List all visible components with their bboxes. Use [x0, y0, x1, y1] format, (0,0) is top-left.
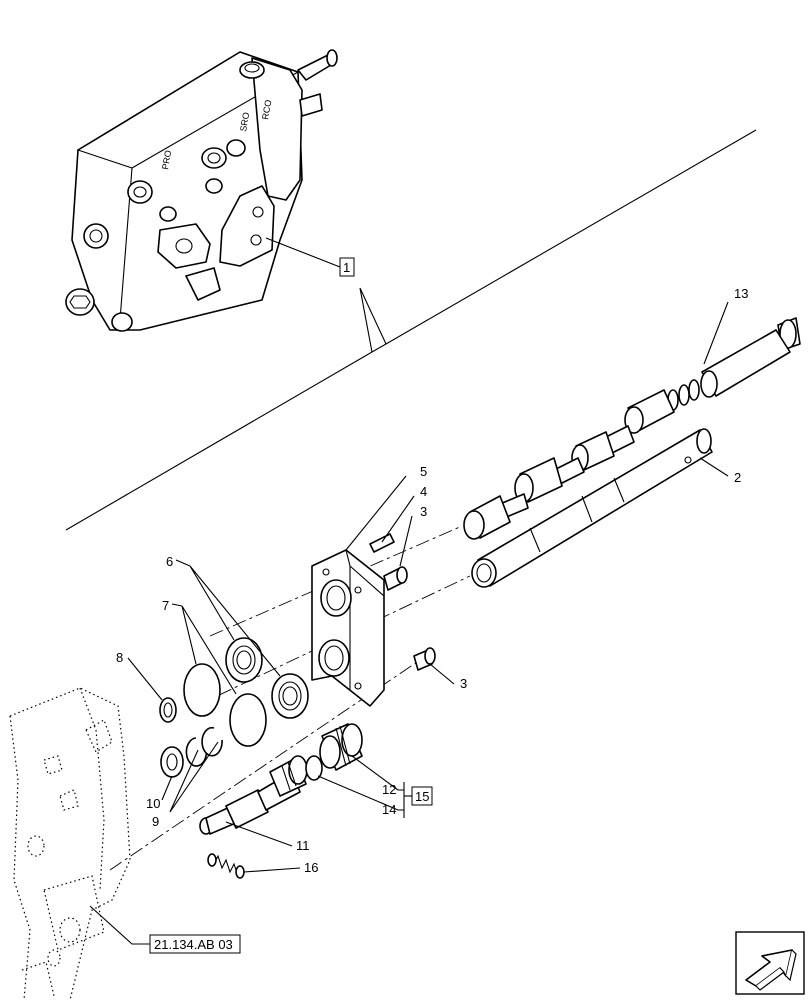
callout-14: 14 — [382, 802, 396, 817]
section-divider-line — [65, 129, 757, 531]
leader-12 — [351, 755, 404, 791]
circlip-9-lower — [201, 726, 223, 757]
reference-label: 21.134.AB 03 — [154, 937, 233, 952]
screw-3-lower — [413, 647, 436, 671]
o-ring-14 — [305, 755, 323, 781]
callout-3-upper: 3 — [420, 504, 427, 519]
callout-6: 6 — [166, 554, 173, 569]
svg-text:1: 1 — [343, 260, 350, 275]
leader-reference — [89, 905, 150, 945]
callout-15-box: 15 — [411, 786, 433, 806]
circlip-9-upper — [185, 737, 208, 767]
callout-3-lower: 3 — [460, 676, 467, 691]
leader-14 — [317, 775, 404, 811]
leader-6 — [175, 559, 281, 677]
callout-7: 7 — [162, 598, 169, 613]
callout-13: 13 — [734, 286, 748, 301]
leader-3b — [429, 663, 455, 685]
valve-body-assembly: PRO SRO RCO — [65, 49, 338, 332]
callout-8: 8 — [116, 650, 123, 665]
section-divider-break — [359, 287, 387, 353]
reference-box[interactable]: 21.134.AB 03 — [149, 934, 241, 954]
leader-2 — [699, 457, 729, 477]
svg-text:15: 15 — [415, 789, 429, 804]
flange-plate — [311, 549, 385, 707]
shaft-2 — [471, 428, 713, 588]
spring-16 — [207, 853, 245, 879]
cartridge-11 — [199, 755, 308, 835]
screw-3-upper — [383, 566, 408, 591]
leader-4 — [381, 495, 415, 543]
callout-9: 9 — [152, 814, 159, 829]
leader-10 — [161, 775, 173, 801]
o-ring-7-lower — [229, 693, 267, 747]
seal-6-upper — [225, 637, 263, 683]
marking-rco: RCO — [260, 99, 273, 120]
marking-sro: SRO — [238, 111, 251, 132]
spool-13 — [463, 317, 801, 540]
leader-13 — [703, 301, 729, 365]
leader-8 — [127, 657, 163, 701]
callout-16: 16 — [304, 860, 318, 875]
leader-5 — [345, 475, 407, 551]
callout-12: 12 — [382, 782, 396, 797]
next-page-arrow-icon[interactable] — [735, 931, 805, 995]
callout-2: 2 — [734, 470, 741, 485]
ring-8 — [159, 697, 177, 723]
callout-5: 5 — [420, 464, 427, 479]
callout-10: 10 — [146, 796, 160, 811]
leader-11 — [225, 821, 293, 847]
plug-12 — [319, 723, 363, 771]
pin-4 — [369, 533, 395, 553]
leader-16 — [243, 867, 301, 873]
leader-3a — [399, 515, 413, 567]
seal-6-lower — [271, 673, 309, 719]
marking-pro: PRO — [160, 149, 173, 170]
leader-7 — [171, 603, 237, 695]
leader-9 — [169, 741, 219, 813]
mating-housing-phantom — [9, 687, 131, 1000]
washer-10 — [160, 746, 184, 778]
callout-4: 4 — [420, 484, 427, 499]
callout-1: 1 — [265, 237, 355, 277]
callout-11: 11 — [296, 838, 310, 853]
o-ring-7-upper — [183, 663, 221, 717]
